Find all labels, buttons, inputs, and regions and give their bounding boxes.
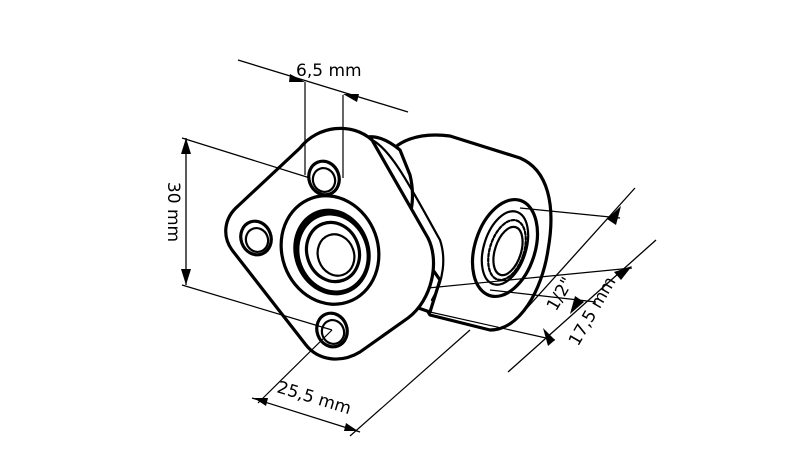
dim-port-offset (427, 239, 657, 373)
label-width: 25,5 mm (275, 378, 354, 419)
thread-ring (480, 210, 530, 286)
center-port (279, 194, 381, 306)
label-bolt-hole: 6,5 mm (296, 61, 362, 81)
label-height: 30 mm (163, 182, 183, 242)
seal-ring (304, 220, 362, 284)
dim-bolt-hole (237, 59, 409, 178)
dim-thread (489, 187, 636, 319)
dim-height (181, 137, 333, 331)
dim-width (251, 329, 471, 437)
